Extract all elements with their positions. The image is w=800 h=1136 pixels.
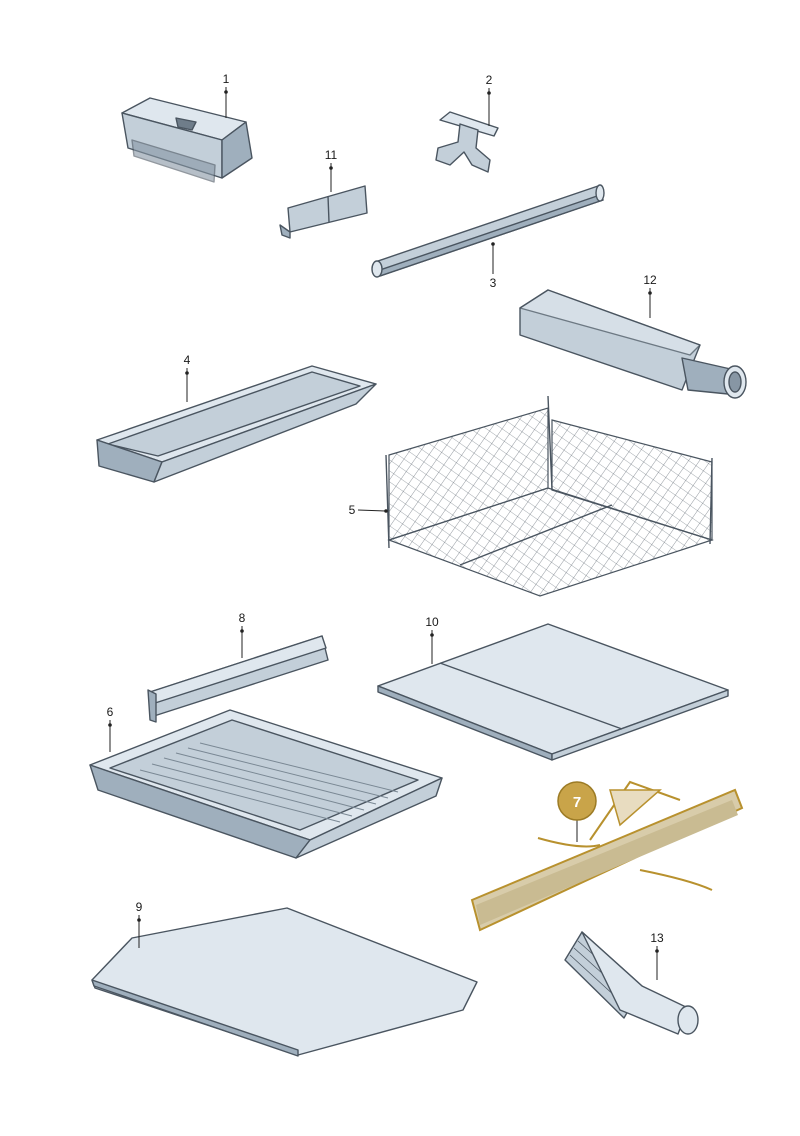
part-2-hook[interactable]	[435, 111, 499, 173]
part-13-brush[interactable]	[564, 931, 699, 1035]
part-5-cargo-net[interactable]	[385, 395, 714, 597]
callout-4[interactable]: 4	[184, 353, 191, 367]
callout-2[interactable]: 2	[486, 73, 493, 87]
part-3-roller-bar[interactable]	[371, 184, 605, 278]
part-12-cover-roll[interactable]	[519, 289, 747, 399]
callout-8[interactable]: 8	[239, 611, 246, 625]
callout-7[interactable]: 7	[573, 794, 581, 811]
callout-6[interactable]: 6	[107, 705, 114, 719]
part-4-tray[interactable]	[96, 365, 377, 483]
callout-12[interactable]: 12	[643, 273, 657, 287]
part-7-bag[interactable]	[470, 780, 744, 932]
callout-1[interactable]: 1	[223, 72, 230, 86]
callout-5[interactable]: 5	[349, 503, 356, 517]
callout-3[interactable]: 3	[490, 276, 497, 290]
callout-7-badge[interactable]: 7	[557, 781, 597, 821]
part-8-rail[interactable]	[147, 635, 329, 723]
part-9-trunk-mat[interactable]	[91, 907, 478, 1057]
callout-10[interactable]: 10	[425, 615, 439, 629]
part-11-divider[interactable]	[279, 185, 368, 239]
callout-13[interactable]: 13	[650, 931, 664, 945]
part-6-trunk-tray[interactable]	[89, 709, 443, 859]
callout-9[interactable]: 9	[136, 900, 143, 914]
part-1-storage-box[interactable]	[121, 97, 253, 183]
callout-11[interactable]: 11	[325, 148, 338, 162]
part-10-floor-board[interactable]	[377, 623, 729, 761]
callout-leaders	[108, 87, 659, 980]
